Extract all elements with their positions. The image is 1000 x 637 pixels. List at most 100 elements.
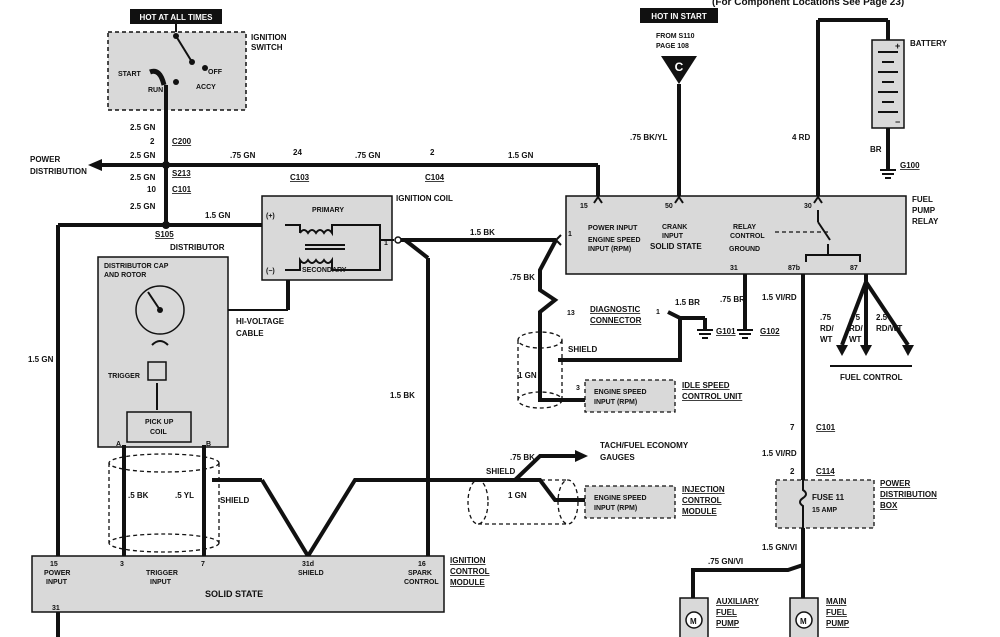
svg-text:CONTROL: CONTROL bbox=[450, 567, 490, 576]
svg-text:MAIN: MAIN bbox=[826, 597, 847, 606]
svg-text:OFF: OFF bbox=[208, 69, 223, 76]
svg-text:RD/: RD/ bbox=[849, 324, 864, 333]
svg-text:AUXILIARY: AUXILIARY bbox=[716, 597, 759, 606]
svg-text:1 GN: 1 GN bbox=[508, 491, 527, 500]
svg-text:WT: WT bbox=[849, 335, 862, 344]
svg-text:(+): (+) bbox=[266, 213, 275, 220]
power-distribution-box-label: POWER bbox=[880, 479, 910, 488]
svg-text:SHIELD: SHIELD bbox=[568, 345, 598, 354]
svg-text:2.5 GN: 2.5 GN bbox=[130, 202, 156, 211]
svg-text:SHIELD: SHIELD bbox=[486, 467, 516, 476]
svg-text:RD/: RD/ bbox=[820, 324, 835, 333]
ignition-coil-label: IGNITION COIL bbox=[396, 194, 453, 203]
svg-text:1.5 BK: 1.5 BK bbox=[390, 391, 415, 400]
hot-in-start-badge: HOT IN START bbox=[640, 8, 718, 23]
svg-text:C: C bbox=[675, 60, 684, 74]
svg-text:.75 GN/VI: .75 GN/VI bbox=[708, 557, 743, 566]
svg-text:HOT AT ALL TIMES: HOT AT ALL TIMES bbox=[140, 13, 214, 22]
svg-text:1.5 BK: 1.5 BK bbox=[470, 228, 495, 237]
svg-text:COIL: COIL bbox=[150, 429, 167, 436]
svg-text:CONTROL: CONTROL bbox=[730, 233, 765, 240]
svg-text:1.5 BR: 1.5 BR bbox=[675, 298, 700, 307]
svg-text:CONTROL UNIT: CONTROL UNIT bbox=[682, 392, 742, 401]
main-fuel-pump: M MAIN FUEL PUMP bbox=[789, 597, 850, 637]
svg-text:SOLID STATE: SOLID STATE bbox=[205, 589, 263, 599]
svg-text:2: 2 bbox=[790, 467, 795, 476]
svg-text:CONNECTOR: CONNECTOR bbox=[590, 316, 642, 325]
svg-text:SWITCH: SWITCH bbox=[251, 43, 283, 52]
tach-gauges-label: TACH/FUEL ECONOMY bbox=[600, 441, 689, 450]
svg-text:C101: C101 bbox=[816, 423, 836, 432]
ignition-switch-label: IGNITION bbox=[251, 33, 287, 42]
svg-text:2.5 GN: 2.5 GN bbox=[130, 151, 156, 160]
svg-text:1: 1 bbox=[656, 309, 660, 316]
svg-text:4 RD: 4 RD bbox=[792, 133, 810, 142]
svg-text:INPUT: INPUT bbox=[150, 579, 172, 586]
svg-text:1.5 GN: 1.5 GN bbox=[508, 151, 534, 160]
ground-g102: G102 bbox=[737, 327, 780, 339]
svg-text:.75 GN: .75 GN bbox=[355, 151, 381, 160]
svg-text:.75: .75 bbox=[820, 313, 832, 322]
svg-text:INPUT (RPM): INPUT (RPM) bbox=[594, 399, 637, 406]
distributor: DISTRIBUTOR DISTRIBUTOR CAP AND ROTOR TR… bbox=[97, 243, 229, 448]
svg-text:1.5 GN/VI: 1.5 GN/VI bbox=[762, 543, 797, 552]
svg-text:10: 10 bbox=[147, 185, 156, 194]
svg-text:B: B bbox=[206, 441, 211, 448]
svg-text:PUMP: PUMP bbox=[716, 619, 740, 628]
svg-text:2.5 GN: 2.5 GN bbox=[130, 123, 156, 132]
svg-text:INPUT (RPM): INPUT (RPM) bbox=[594, 505, 637, 512]
svg-text:1.5 GN: 1.5 GN bbox=[28, 355, 54, 364]
svg-text:CRANK: CRANK bbox=[662, 224, 687, 231]
svg-text:RELAY: RELAY bbox=[912, 217, 939, 226]
svg-text:2.5 GN: 2.5 GN bbox=[130, 173, 156, 182]
svg-text:31: 31 bbox=[730, 265, 738, 272]
svg-text:30: 30 bbox=[804, 203, 812, 210]
svg-text:INPUT: INPUT bbox=[46, 579, 68, 586]
svg-text:PAGE 108: PAGE 108 bbox=[656, 43, 689, 50]
svg-text:GAUGES: GAUGES bbox=[600, 453, 635, 462]
svg-text:TRIGGER: TRIGGER bbox=[108, 373, 140, 380]
svg-text:PUMP: PUMP bbox=[826, 619, 850, 628]
fuel-control-label: FUEL CONTROL bbox=[840, 373, 903, 382]
svg-text:SPARK: SPARK bbox=[408, 570, 432, 577]
ground-g101: G101 bbox=[697, 327, 736, 339]
injection-control-label: INJECTION bbox=[682, 485, 725, 494]
svg-text:C101: C101 bbox=[172, 185, 192, 194]
svg-text:1: 1 bbox=[568, 231, 572, 238]
svg-text:INPUT (RPM): INPUT (RPM) bbox=[588, 246, 631, 253]
svg-text:FUEL: FUEL bbox=[826, 608, 847, 617]
svg-text:RD/WT: RD/WT bbox=[876, 324, 902, 333]
svg-text:87b: 87b bbox=[788, 265, 800, 272]
svg-text:DISTRIBUTION: DISTRIBUTION bbox=[880, 490, 937, 499]
svg-text:AND ROTOR: AND ROTOR bbox=[104, 272, 146, 279]
svg-text:G100: G100 bbox=[900, 161, 920, 170]
power-distribution-label: POWER bbox=[30, 155, 60, 164]
svg-text:SECONDARY: SECONDARY bbox=[302, 267, 347, 274]
svg-text:16: 16 bbox=[418, 561, 426, 568]
svg-text:M: M bbox=[800, 617, 807, 626]
svg-text:.5 YL: .5 YL bbox=[175, 491, 194, 500]
svg-text:50: 50 bbox=[665, 203, 673, 210]
svg-text:G101: G101 bbox=[716, 327, 736, 336]
svg-text:7: 7 bbox=[790, 423, 795, 432]
hot-at-all-times-badge: HOT AT ALL TIMES bbox=[130, 9, 222, 24]
svg-text:SHIELD: SHIELD bbox=[220, 496, 250, 505]
svg-text:DISTRIBUTION: DISTRIBUTION bbox=[30, 167, 87, 176]
svg-text:(−): (−) bbox=[266, 268, 275, 275]
svg-text:RELAY: RELAY bbox=[733, 224, 756, 231]
svg-text:87: 87 bbox=[850, 265, 858, 272]
svg-text:2: 2 bbox=[150, 137, 155, 146]
battery-label: BATTERY bbox=[910, 39, 948, 48]
svg-text:31: 31 bbox=[52, 605, 60, 612]
svg-text:24: 24 bbox=[293, 148, 302, 157]
svg-text:START: START bbox=[118, 71, 142, 78]
svg-text:HI-VOLTAGE: HI-VOLTAGE bbox=[236, 317, 285, 326]
svg-text:BOX: BOX bbox=[880, 501, 898, 510]
ignition-control-module: 15 POWER INPUT 3 TRIGGER INPUT 7 31d SHI… bbox=[31, 555, 490, 613]
svg-text:PRIMARY: PRIMARY bbox=[312, 207, 344, 214]
idle-speed-control-unit: 3 ENGINE SPEED INPUT (RPM) IDLE SPEED CO… bbox=[576, 379, 742, 413]
svg-text:A: A bbox=[116, 441, 121, 448]
svg-text:CONTROL: CONTROL bbox=[682, 496, 722, 505]
svg-text:C114: C114 bbox=[816, 467, 835, 476]
